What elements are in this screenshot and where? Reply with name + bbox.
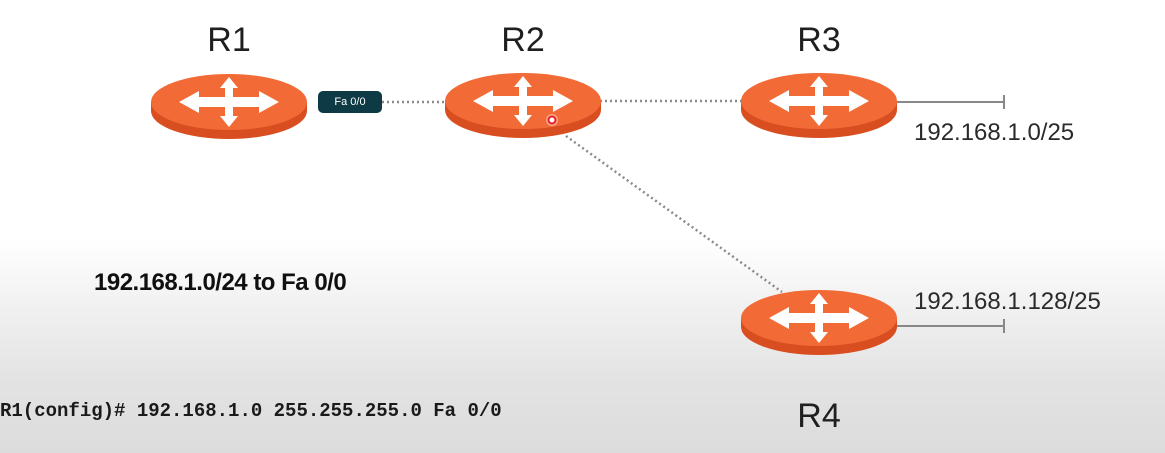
network-stub-r3 <box>897 95 1005 109</box>
network-stub-r4 <box>897 319 1005 333</box>
router-label-r2: R2 <box>501 21 545 59</box>
cursor-dot-icon <box>546 114 558 126</box>
network-label-r4: 192.168.1.128/25 <box>914 288 1101 315</box>
cli-command: R1(config)# 192.168.1.0 255.255.255.0 Fa… <box>0 400 502 422</box>
router-r2-icon[interactable] <box>445 73 601 138</box>
route-note: 192.168.1.0/24 to Fa 0/0 <box>94 269 347 296</box>
router-label-r3: R3 <box>797 21 841 59</box>
link-r2-r4 <box>565 134 783 294</box>
router-r3-icon[interactable] <box>741 73 897 138</box>
router-r4-icon[interactable] <box>741 290 897 355</box>
network-label-r3: 192.168.1.0/25 <box>914 119 1075 146</box>
router-label-r4: R4 <box>797 397 841 435</box>
interface-tag-fa00: Fa 0/0 <box>318 91 382 113</box>
router-label-r1: R1 <box>207 21 251 59</box>
router-r1-icon[interactable] <box>151 74 307 139</box>
